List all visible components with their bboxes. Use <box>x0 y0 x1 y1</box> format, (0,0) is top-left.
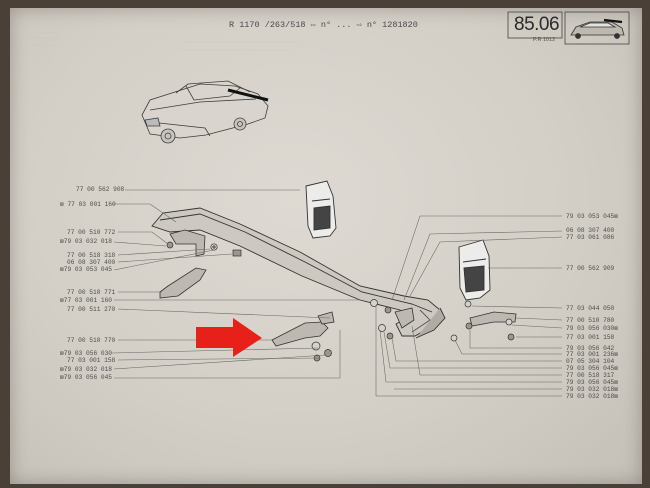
part-number: ⊠79 03 056 030 <box>60 350 113 357</box>
car-thumbnail-icon <box>570 18 625 39</box>
box-icon: ⊠ <box>614 393 619 400</box>
faint-stamp <box>27 32 300 51</box>
box-icon: ⊠ <box>614 365 619 372</box>
number-to: 1281820 <box>382 20 418 30</box>
part-number: 77 00 562 909 <box>566 265 615 272</box>
car-thumbnail-box <box>564 11 630 45</box>
part-number: 79 03 056 042 <box>566 345 615 352</box>
header-line: R 1170 /263/518 ⇔ n° ... ⇨ n° 1281820 <box>229 20 418 30</box>
part-number: 77 00 562 908 <box>76 186 125 193</box>
model-code: R 1170 <box>229 20 260 30</box>
part-number: 77 03 044 050 <box>566 305 615 312</box>
part-number: 77 00 518 318 <box>67 252 116 259</box>
right-arrow-icon: ⇨ <box>356 20 362 30</box>
part-number: 77 03 001 236⊠ <box>566 351 619 358</box>
box-icon: ⊠ <box>60 297 64 304</box>
bumper-bar <box>151 207 446 339</box>
car-sketch-icon <box>141 80 269 144</box>
bumper-guard-left <box>305 180 337 239</box>
part-number: 79 03 032 018⊠ <box>566 393 619 400</box>
part-number: ⊠79 03 032 018 <box>60 238 113 245</box>
part-number: 77 00 510 780 <box>566 317 615 324</box>
bumper-guard-right <box>458 239 491 301</box>
part-number: ⊠79 03 032 018 <box>60 366 113 373</box>
number-label: n° <box>320 20 332 30</box>
number-from: ... <box>336 20 352 30</box>
part-number: ⊠79 03 053 045 <box>60 266 113 273</box>
part-number: 79 03 032 018⊠ <box>566 386 619 393</box>
bracket-part <box>159 229 517 347</box>
part-number: 77 00 510 772 <box>67 229 116 236</box>
box-icon: ⊠ <box>614 351 619 358</box>
box-icon: ⊠ <box>60 266 64 273</box>
page-subref: P.R 1012 <box>533 37 556 43</box>
part-number: 79 03 053 045⊠ <box>566 213 619 220</box>
catalog-page <box>10 8 642 484</box>
box-icon: ⊠ <box>614 325 619 332</box>
part-number: ⊠ 77 03 001 160 <box>60 201 116 208</box>
page-number: 85.06 <box>514 14 560 35</box>
part-number: 77 03 001 158 <box>67 357 116 364</box>
part-number: 77 00 518 317 <box>566 372 615 379</box>
part-number: 06 08 307 400 <box>67 259 116 266</box>
part-number: ⊠77 03 001 160 <box>60 297 113 304</box>
highlight-arrow-icon <box>196 318 262 357</box>
part-number: 07 05 304 104 <box>566 358 615 365</box>
box-icon: ⊠ <box>60 350 64 357</box>
box-icon: ⊠ <box>614 386 619 393</box>
box-icon: ⊠ <box>614 379 619 386</box>
left-right-arrow-icon: ⇔ <box>310 20 316 30</box>
part-number: 79 03 056 045⊠ <box>566 365 619 372</box>
part-number: 77 03 001 158 <box>566 334 615 341</box>
part-number: 77 00 511 270 <box>67 306 116 313</box>
model-ref: /263/518 <box>264 20 306 30</box>
part-number: 79 03 056 030⊠ <box>566 325 619 332</box>
part-number: 79 03 056 045⊠ <box>566 379 619 386</box>
box-icon: ⊠ <box>614 213 619 220</box>
part-number: 77 00 510 771 <box>67 289 116 296</box>
box-icon: ⊠ <box>60 201 64 208</box>
part-number: ⊠79 03 056 045 <box>60 374 113 381</box>
box-icon: ⊠ <box>60 366 64 373</box>
page-number-box <box>507 11 563 39</box>
part-number: 06 08 307 400 <box>566 227 615 234</box>
number-label: n° <box>366 20 378 30</box>
part-number: 77 00 510 770 <box>67 337 116 344</box>
box-icon: ⊠ <box>60 374 64 381</box>
box-icon: ⊠ <box>60 238 64 245</box>
part-number: 77 03 061 086 <box>566 234 615 241</box>
leader-lines <box>111 189 563 397</box>
